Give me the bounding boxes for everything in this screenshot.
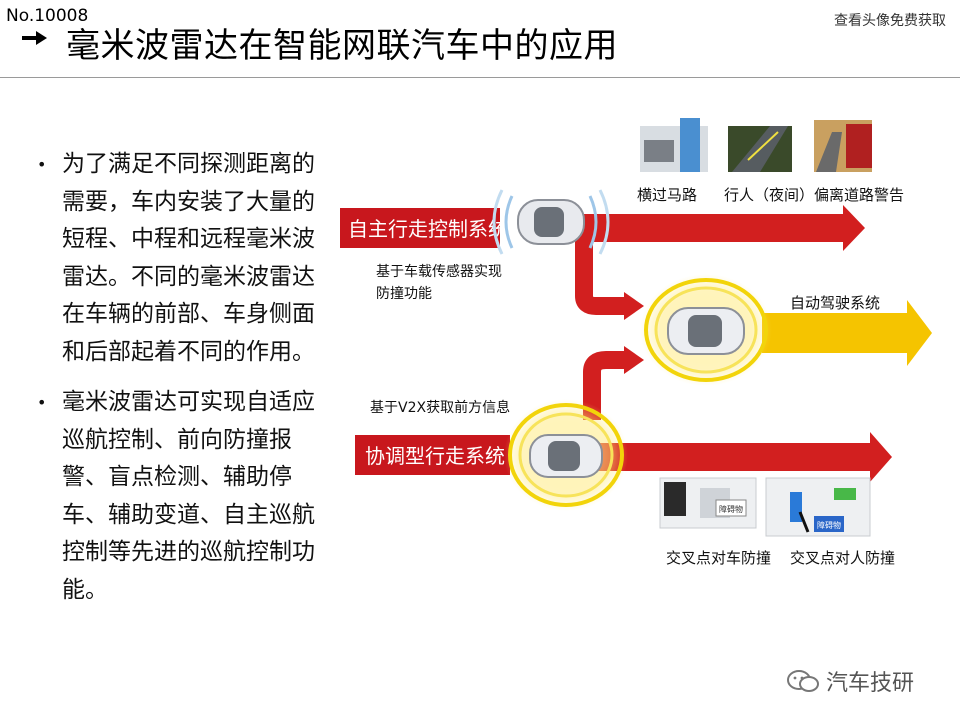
scenario-intersection-pedestrian-image: 障碍物 [765,477,871,537]
scenario-bottom-1: 交叉点对车防撞 [666,549,771,567]
bullet-text: 为了满足不同探测距离的需要，车内安装了大量的短程、中程和远程毫米波雷达。不同的毫… [62,151,315,365]
slide-number: No.10008 [6,6,89,26]
center-car [640,274,772,386]
bullet-text: 毫米波雷达可实现自适应巡航控制、前向防撞报警、盲点检测、辅助停车、辅助变道、自主… [62,389,315,603]
scenario-top-1: 横过马路 [637,186,697,204]
sign-label-1: 障碍物 [719,504,743,514]
title-arrow-icon [22,31,47,45]
scenario-top-3: 偏离道路警告 [814,186,904,204]
scenario-bottom-2: 交叉点对人防撞 [790,549,895,567]
wechat-icon [787,670,819,692]
sign-label-2: 障碍物 [817,520,841,530]
output-system-label: 自动驾驶系统 [790,294,880,312]
top-system-arrow [340,205,865,251]
scenario-night-pedestrian-image [728,126,792,172]
note-top-line1: 基于车载传感器实现 [376,263,502,280]
bottom-car [504,399,628,511]
top-connector-head [624,292,644,320]
bullet-item: • 为了满足不同探测距离的需要，车内安装了大量的短程、中程和远程毫米波雷达。不同的… [34,146,324,371]
scenario-crossing-image [640,118,708,172]
scenario-lane-departure-image [814,120,872,172]
bullet-dot-icon: • [37,393,47,412]
note-top-line2: 防撞功能 [376,286,432,302]
title-divider [0,77,960,78]
bullet-list: • 为了满足不同探测距离的需要，车内安装了大量的短程、中程和远程毫米波雷达。不同的… [34,146,324,622]
slide-title: 毫米波雷达在智能网联汽车中的应用 [66,26,618,66]
corner-note: 查看头像免费获取 [834,13,946,29]
scenario-intersection-vehicle-image: 障碍物 [659,477,757,529]
bottom-system-label: 协调型行走系统 [365,444,505,468]
brand-name: 汽车技研 [826,671,915,696]
top-connector-arrow [575,242,628,315]
bullet-item: • 毫米波雷达可实现自适应巡航控制、前向防撞报警、盲点检测、辅助停车、辅助变道、自… [34,384,324,609]
scenario-top-2: 行人（夜间） [724,186,814,204]
top-system-label: 自主行走控制系统 [348,217,508,241]
brand-watermark: 汽车技研 [786,665,914,697]
bottom-connector-arrow [583,351,628,420]
bottom-connector-head [624,346,644,374]
output-arrow [762,300,932,366]
top-car [492,189,610,255]
note-bottom: 基于V2X获取前方信息 [370,399,510,416]
bullet-dot-icon: • [37,155,47,174]
